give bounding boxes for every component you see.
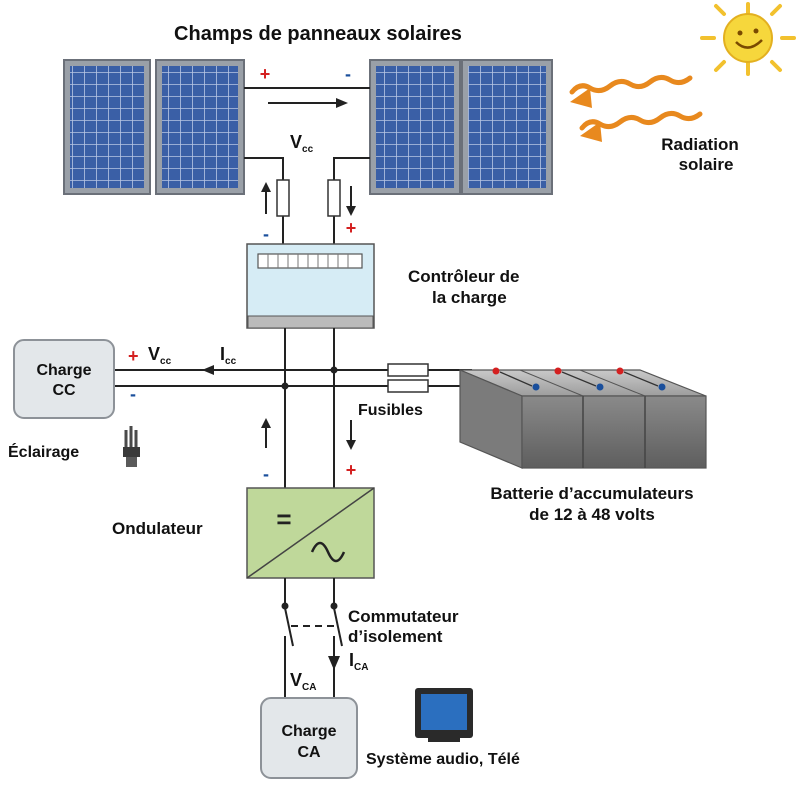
switch-label-line1: Commutateur (348, 607, 459, 626)
icc-arrowhead (202, 365, 214, 375)
dc-load-label-line2: CC (52, 382, 76, 399)
radiation-arrowhead-1 (570, 88, 592, 108)
ac-load-label-line2: CA (297, 744, 321, 761)
ac-load-box (260, 697, 358, 779)
solar-panel-left-1 (63, 59, 151, 195)
tv-icon (415, 688, 473, 742)
fuses-label: Fusibles (358, 402, 423, 419)
switch-contact-2 (330, 602, 338, 610)
controller-label-line1: Contrôleur de (408, 267, 519, 286)
panel-plus-sign: + (260, 64, 271, 84)
dc-load-box (13, 339, 115, 419)
cfl-bulb-icon (123, 426, 140, 467)
radiation-arrowhead-2 (580, 122, 602, 142)
lighting-label: Éclairage (8, 442, 79, 461)
fuse-panel-positive (327, 179, 341, 217)
controller-minus-sign: - (263, 224, 269, 244)
switch-blade-1 (284, 607, 294, 647)
fuse-battery-negative (387, 379, 429, 393)
radiation-label-line1: Radiation (661, 135, 738, 154)
switch-label-line2: d’isolement (348, 627, 443, 646)
switch-blade-2 (333, 607, 343, 647)
battery-label-line1: Batterie d’accumulateurs (490, 484, 693, 503)
vcc-load-label: Vcc (148, 344, 172, 367)
dc-symbol: = (276, 504, 291, 534)
sun-icon (700, 2, 796, 76)
dc-load-minus-sign: - (130, 384, 136, 404)
vca-label: VCA (290, 670, 316, 693)
charge-controller (246, 243, 375, 329)
current-arrowhead-up-1 (261, 182, 271, 192)
controller-label-line2: la charge (432, 288, 507, 307)
dc-load-label-line1: Charge (36, 362, 91, 379)
fuse-battery-positive (387, 363, 429, 377)
current-arrowhead-down-1 (346, 206, 356, 216)
sine-wave-icon (310, 541, 346, 563)
battery-bank (459, 367, 707, 469)
solar-panel-right-1 (369, 59, 461, 195)
inverter-minus-sign: - (263, 464, 269, 484)
panel-positive-wire (333, 157, 370, 248)
ica-label: ICA (349, 650, 368, 673)
inverter-label: Ondulateur (112, 519, 203, 538)
solar-panel-left-2 (155, 59, 245, 195)
current-arrowhead-up-2 (261, 418, 271, 428)
solar-panel-right-2 (461, 59, 553, 195)
current-arrowhead-down-2 (346, 440, 356, 450)
junction-positive (330, 366, 338, 374)
panel-minus-sign: - (345, 64, 351, 84)
icc-label: Icc (220, 344, 237, 367)
inverter-plus-sign: + (346, 460, 357, 480)
current-arrowhead-top (336, 98, 348, 108)
switch-contact-1 (281, 602, 289, 610)
battery-label-line2: de 12 à 48 volts (529, 505, 655, 524)
ac-devices-label: Système audio, Télé (366, 751, 520, 768)
fuse-panel-negative (276, 179, 290, 217)
dc-load-plus-sign: + (128, 346, 139, 366)
ac-load-label-line1: Charge (281, 723, 336, 740)
radiation-label-line2: solaire (679, 155, 734, 174)
vcc-panel-label: Vcc (290, 132, 314, 155)
panel-negative-wire (244, 157, 284, 248)
ica-arrowhead (328, 656, 340, 670)
controller-plus-sign: + (346, 218, 357, 238)
junction-negative (281, 382, 289, 390)
diagram-title: Champs de panneaux solaires (174, 23, 462, 45)
inverter (246, 487, 375, 579)
